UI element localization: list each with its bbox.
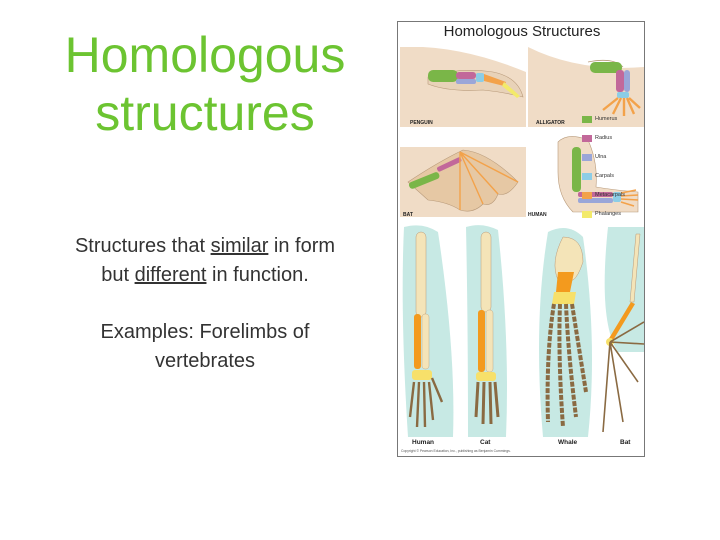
human-label: HUMAN — [528, 212, 547, 218]
figure-title: Homologous Structures — [443, 23, 601, 40]
slide-title: Homologous structures — [20, 26, 390, 142]
bottom-label-bat: Bat — [620, 439, 631, 446]
legend-radius: Radius — [595, 135, 613, 141]
penguin-illustration — [400, 46, 526, 127]
different-word: different — [134, 264, 207, 286]
desc-text: Structures that — [74, 235, 211, 257]
alligator-label: ALLIGATOR — [536, 120, 565, 126]
desc-text: but — [101, 264, 135, 286]
bat-label: BAT — [403, 212, 413, 218]
legend-swatch-ulna — [582, 154, 592, 161]
bottom-label-cat: Cat — [480, 439, 491, 446]
title-line-2: structures — [95, 85, 315, 141]
description-line-1: Structures that similar in form — [20, 232, 390, 261]
alligator-illustration — [528, 47, 644, 127]
legend-ulna: Ulna — [595, 154, 607, 160]
legend-swatch-phalanges — [582, 211, 592, 218]
bottom-label-human: Human — [412, 439, 435, 446]
legend-swatch-radius — [582, 135, 592, 142]
forelimb-comparison — [402, 225, 644, 437]
slide-description: Structures that similar in form but diff… — [20, 232, 390, 376]
legend-swatch-carpals — [582, 173, 592, 180]
desc-text: in function. — [206, 264, 309, 286]
limb-illustrations — [400, 46, 644, 437]
penguin-label: PENGUIN — [410, 120, 433, 126]
legend-metacarpals: Metacarpals — [595, 192, 625, 198]
legend-phalanges: Phalanges — [595, 211, 621, 217]
desc-text: in form — [268, 235, 336, 257]
title-line-1: Homologous — [64, 27, 346, 83]
examples-line-2: vertebrates — [154, 350, 256, 372]
bottom-label-whale: Whale — [558, 439, 578, 446]
legend-swatch-humerus — [582, 116, 592, 123]
bat-wing-illustration — [400, 147, 526, 217]
examples-line-1: Examples: Forelimbs of — [100, 321, 310, 343]
homologous-structures-figure: Homologous Structures PENGUIN ALLIGATOR … — [397, 21, 645, 457]
legend-swatch-metacarpals — [582, 192, 592, 199]
copyright-notice: Copyright © Pearson Education, Inc., pub… — [401, 449, 511, 453]
legend-humerus: Humerus — [595, 116, 618, 122]
description-line-2: but different in function. — [20, 261, 390, 290]
legend-carpals: Carpals — [595, 173, 614, 179]
similar-word: similar — [210, 235, 269, 257]
